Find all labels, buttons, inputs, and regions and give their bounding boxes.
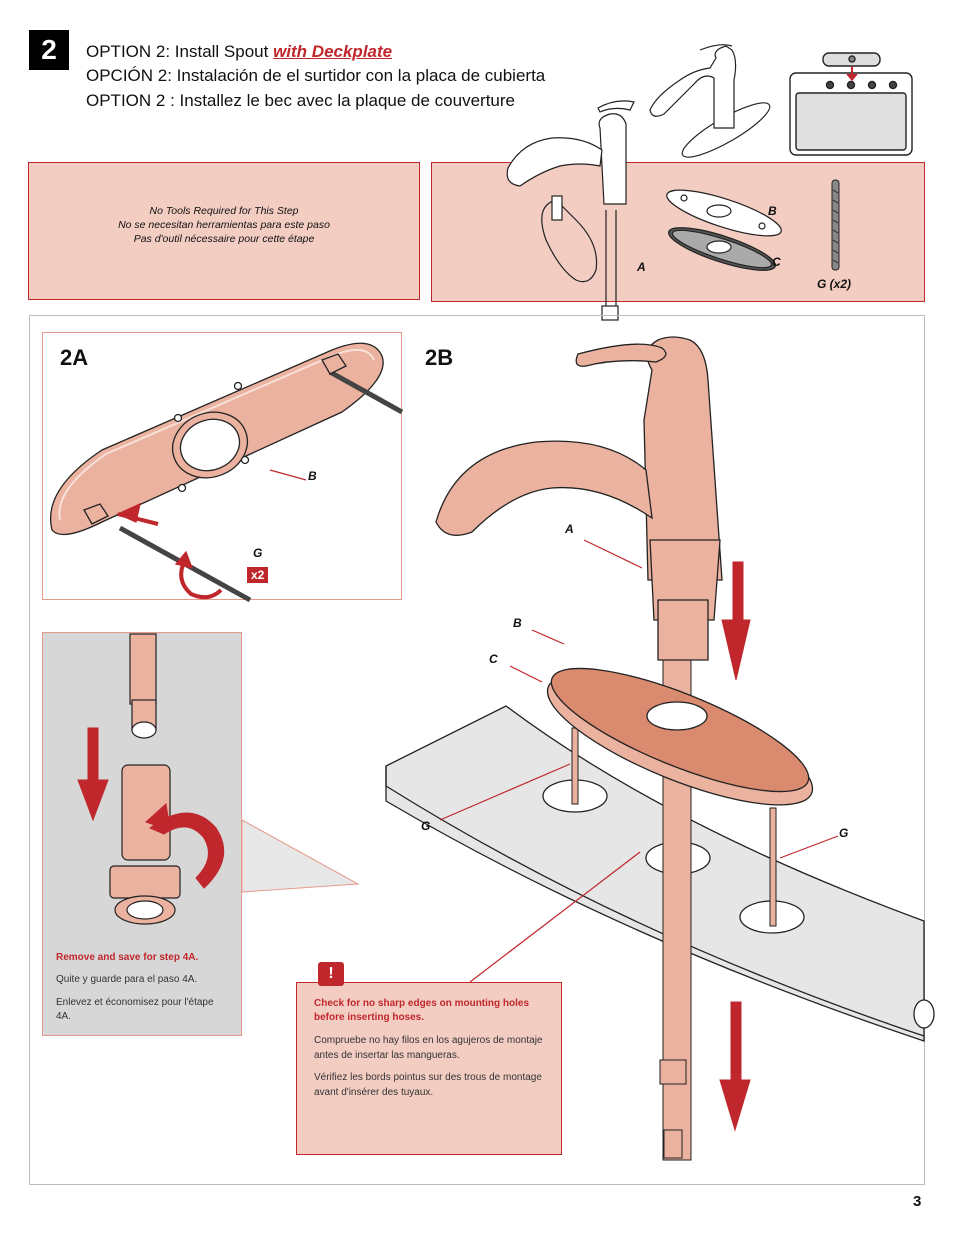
step-2b-label-b: B (513, 616, 522, 630)
sink-diagram (789, 52, 913, 156)
step-2a-label-g: G (253, 546, 263, 560)
warning-icon: ! (318, 962, 344, 986)
deckplate-2b (546, 667, 814, 806)
title-french: OPTION 2 : Installez le bec avec la plaq… (86, 91, 516, 110)
part-c-label: C (772, 255, 781, 269)
title-english: OPTION 2: Install Spout with Deckplate (86, 42, 393, 61)
main-instruction-panel (29, 315, 925, 1185)
title-spanish: OPCIÓN 2: Instalación de el surtidor con… (86, 66, 546, 85)
part-c-gasket (667, 227, 777, 271)
warning-box (296, 982, 562, 1155)
tools-note-fr: Pas d'outil nécessaire pour cette étape (133, 233, 315, 245)
step-2b-label-a: A (565, 522, 574, 536)
faucet-2b (435, 336, 723, 661)
title-highlight: with Deckplate (273, 42, 393, 61)
tools-note-text: No Tools Required for This Step No se ne… (28, 204, 420, 246)
warning-fr: Vérifiez les bords pointus sur des trous… (314, 1072, 542, 1098)
step-2b-label-g-right: G (839, 826, 849, 840)
tools-note-en: No Tools Required for This Step (149, 205, 299, 217)
step-2b-label-c: C (489, 652, 498, 666)
part-g-rod (831, 179, 840, 271)
warning-en: Check for no sharp edges on mounting hol… (314, 998, 530, 1023)
part-g-label: G (x2) (817, 277, 852, 291)
warning-es: Compruebe no hay filos en los agujeros d… (314, 1035, 543, 1061)
step-2a-title: 2A (60, 345, 89, 370)
quantity-badge: x2 (247, 567, 269, 583)
step-2b-label-g-left: G (421, 819, 431, 833)
step-2a-label-b: B (308, 469, 317, 483)
part-b-deckplate (666, 189, 782, 237)
part-b-label: B (768, 204, 777, 218)
tools-note-box (28, 162, 420, 300)
grey-note-en: Remove and save for step 4A. (56, 952, 199, 963)
page-number: 3 (913, 1193, 922, 1210)
tools-note-es: No se necesitan herramientas para este p… (118, 219, 330, 231)
part-a-label: A (637, 260, 646, 274)
grey-note-es: Quite y guarde para el paso 4A. (56, 974, 198, 985)
grey-note-fr: Enlevez et économisez pour l'étape 4A. (56, 997, 214, 1022)
step-number-badge: 2 (29, 30, 69, 70)
step-2b-title: 2B (425, 345, 454, 370)
part-a-faucet (506, 100, 635, 321)
reference-faucet-illustration (649, 44, 771, 158)
